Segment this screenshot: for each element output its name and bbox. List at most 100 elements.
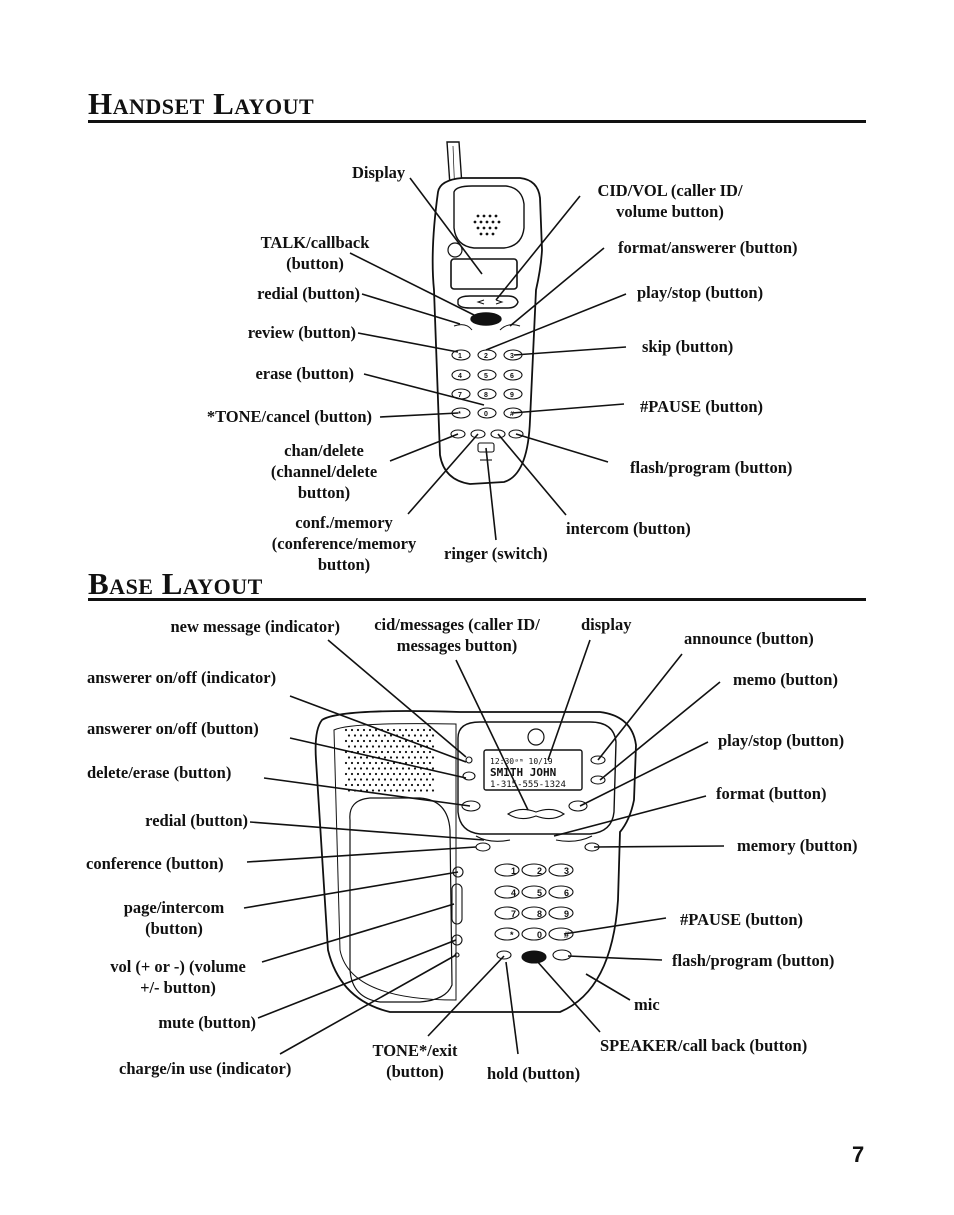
speaker-grille-dot: [428, 750, 432, 754]
speaker-grille-dot: [413, 789, 417, 792]
speaker-grille-dot: [359, 734, 363, 737]
svg-text:6: 6: [564, 888, 569, 898]
speaker-grille-dot: [401, 789, 405, 792]
speaker-grille-dot: [392, 783, 396, 787]
speaker-grille-dot: [392, 772, 396, 776]
svg-text:5: 5: [484, 373, 488, 380]
label-base-conference: conference (button): [86, 854, 224, 873]
speaker-grille-dot: [425, 756, 429, 759]
label-base-cid-messages: cid/messages (caller ID/ messages button…: [354, 614, 560, 656]
speaker-grille-dot: [422, 750, 426, 754]
speaker-grille-dot: [392, 728, 396, 732]
label-base-hold: hold (button): [487, 1064, 581, 1083]
speaker-grille-dot: [413, 745, 417, 748]
speaker-grille-dot: [353, 745, 357, 748]
speaker-grille-dot: [404, 750, 408, 754]
speaker-grille-dot: [347, 756, 351, 759]
label-base-announce: announce (button): [684, 629, 814, 648]
speaker-grille-dot: [416, 772, 420, 776]
speaker-grille-dot: [344, 739, 348, 743]
speaker-grille-dot: [380, 761, 384, 765]
speaker-grille-dot: [347, 745, 351, 748]
speaker-grille-dot: [350, 728, 354, 732]
label-handset-play-stop: play/stop (button): [637, 283, 764, 302]
label-base-speaker: SPEAKER/call back (button): [600, 1036, 808, 1055]
label-base-cid-line1: cid/messages (caller ID/: [374, 615, 540, 634]
speaker-grille-dot: [422, 739, 426, 743]
speaker-grille-dot: [431, 756, 435, 759]
label-handset-redial: redial (button): [257, 284, 360, 303]
speaker-grille-dot: [353, 778, 357, 781]
speaker-grille-dot: [389, 767, 393, 770]
speaker-grille-dot: [371, 767, 375, 770]
speaker-grille-dot: [401, 734, 405, 737]
label-base-vol-line1: vol (+ or -) (volume: [110, 957, 246, 976]
speaker-grille-dot: [365, 778, 369, 781]
speaker-grille-dot: [377, 745, 381, 748]
speaker-grille-dot: [392, 739, 396, 743]
label-handset-chan-line1: chan/delete: [284, 441, 364, 460]
speaker-grille-dot: [383, 789, 387, 792]
speaker-grille-dot: [431, 778, 435, 781]
speaker-grille-dot: [383, 778, 387, 781]
label-handset-ringer: ringer (switch): [444, 544, 548, 563]
lcd-line-2: SMITH JOHN: [490, 766, 556, 779]
label-base-new-message: new message (indicator): [170, 617, 340, 636]
label-handset-cid-vol-line2: volume button): [616, 202, 724, 221]
label-base-page-line2: (button): [145, 919, 203, 938]
speaker-grille-dot: [374, 783, 378, 787]
label-handset-conf-memory: conf./memory (conference/memory button): [254, 512, 434, 575]
speaker-grille-dot: [365, 734, 369, 737]
speaker-grille-dot: [374, 772, 378, 776]
svg-text:#: #: [564, 930, 569, 940]
speaker-grille-dot: [383, 767, 387, 770]
speaker-grille-dot: [407, 778, 411, 781]
speaker-grille-dot: [416, 728, 420, 732]
label-handset-skip: skip (button): [642, 337, 734, 356]
speaker-grille-dot: [368, 761, 372, 765]
svg-text:#: #: [510, 411, 514, 418]
speaker-grille-dot: [431, 767, 435, 770]
speaker-grille-dot: [380, 750, 384, 754]
speaker-grille-dot: [407, 734, 411, 737]
speaker-grille-dot: [395, 745, 399, 748]
speaker-grille-dot: [413, 767, 417, 770]
speaker-grille-dot: [383, 734, 387, 737]
speaker-grille-dot: [362, 739, 366, 743]
speaker-grille-dot: [365, 745, 369, 748]
speaker-grille-dot: [350, 739, 354, 743]
speaker-grille-dot: [425, 778, 429, 781]
svg-text:0: 0: [484, 411, 488, 418]
speaker-grille-dot: [416, 761, 420, 765]
label-base-play-stop: play/stop (button): [718, 731, 845, 750]
speaker-grille-dot: [413, 734, 417, 737]
svg-text:7: 7: [458, 392, 462, 399]
speaker-grille-dot: [350, 783, 354, 787]
label-base-tone-exit: TONE*/exit (button): [358, 1040, 472, 1082]
speaker-grille-dot: [383, 756, 387, 759]
speaker-grille-dot: [344, 772, 348, 776]
label-base-flash-program: flash/program (button): [672, 951, 835, 970]
speaker-grille-dot: [374, 728, 378, 732]
speaker-grille-dot: [410, 772, 414, 776]
label-base-redial: redial (button): [145, 811, 248, 830]
label-base-vol-line2: +/- button): [140, 978, 216, 997]
svg-text:8: 8: [484, 392, 488, 399]
label-handset-chan-line2: (channel/delete: [270, 462, 378, 481]
svg-text:4: 4: [458, 373, 462, 380]
speaker-grille-dot: [428, 728, 432, 732]
speaker-grille-dot: [389, 756, 393, 759]
label-handset-conf-line3: button): [317, 555, 371, 574]
speaker-grille-dot: [410, 728, 414, 732]
label-base-format: format (button): [716, 784, 827, 803]
speaker-grille-dot: [371, 778, 375, 781]
speaker-grille-dot: [404, 728, 408, 732]
speaker-grille-dot: [368, 783, 372, 787]
speaker-grille-dot: [356, 761, 360, 765]
handset-section-title: Handset Layout: [88, 86, 315, 121]
svg-text:2: 2: [484, 353, 488, 360]
svg-text:9: 9: [510, 392, 514, 399]
speaker-grille-dot: [362, 783, 366, 787]
